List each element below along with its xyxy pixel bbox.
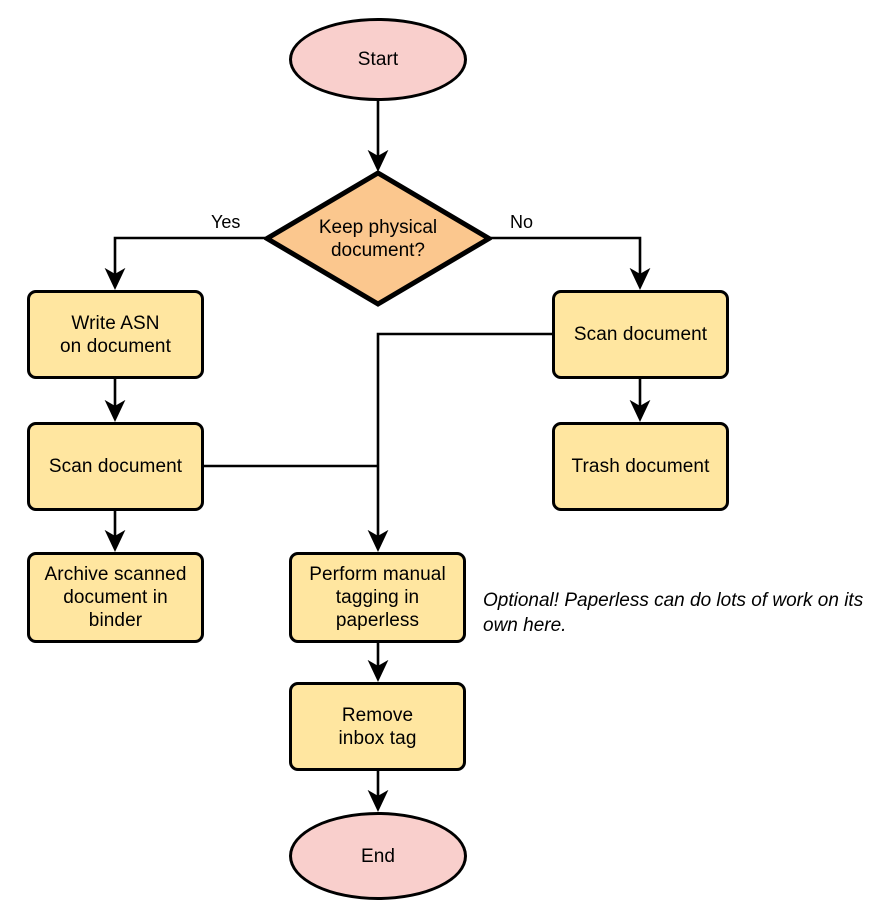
- node-write-asn-on-document[interactable]: Write ASN on document: [27, 290, 204, 379]
- edge-label-yes: Yes: [211, 212, 240, 233]
- node-trash-document[interactable]: Trash document: [552, 422, 729, 511]
- node-decision-keep-physical-document[interactable]: Keep physical document?: [264, 170, 492, 307]
- node-start-label: Start: [357, 49, 399, 70]
- node-scan-document-right-label: Scan document: [573, 324, 708, 345]
- node-start[interactable]: Start: [289, 18, 467, 101]
- edge-scan-right-to-tagging: [367, 332, 552, 552]
- node-scan-document-left-label: Scan document: [48, 456, 183, 477]
- node-archive-label: Archive scanned document in binder: [44, 564, 187, 631]
- edge-decision-yes-to-write-asn: [104, 236, 265, 290]
- node-end[interactable]: End: [289, 812, 467, 900]
- node-remove-inbox-tag[interactable]: Remove inbox tag: [289, 682, 466, 771]
- node-trash-document-label: Trash document: [571, 456, 710, 477]
- node-tagging-label: Perform manual tagging in paperless: [309, 564, 446, 631]
- node-decision-label: Keep physical document?: [318, 216, 438, 261]
- node-scan-document-left[interactable]: Scan document: [27, 422, 204, 511]
- node-archive-scanned-document[interactable]: Archive scanned document in binder: [27, 552, 204, 643]
- edge-decision-no-to-scan-right: [491, 236, 651, 290]
- node-remove-inbox-label: Remove inbox tag: [338, 704, 417, 749]
- annotation-optional-note: Optional! Paperless can do lots of work …: [483, 588, 883, 638]
- node-end-label: End: [360, 845, 396, 867]
- node-perform-manual-tagging[interactable]: Perform manual tagging in paperless: [289, 552, 466, 643]
- edge-label-no-text: No: [510, 212, 534, 232]
- decision-diamond-shape: [264, 170, 492, 307]
- node-write-asn-label: Write ASN on document: [60, 312, 171, 357]
- edge-label-no: No: [510, 212, 533, 233]
- annotation-optional-note-text: Optional! Paperless can do lots of work …: [483, 590, 864, 636]
- edge-label-yes-text: Yes: [211, 212, 241, 232]
- node-scan-document-right[interactable]: Scan document: [552, 290, 729, 379]
